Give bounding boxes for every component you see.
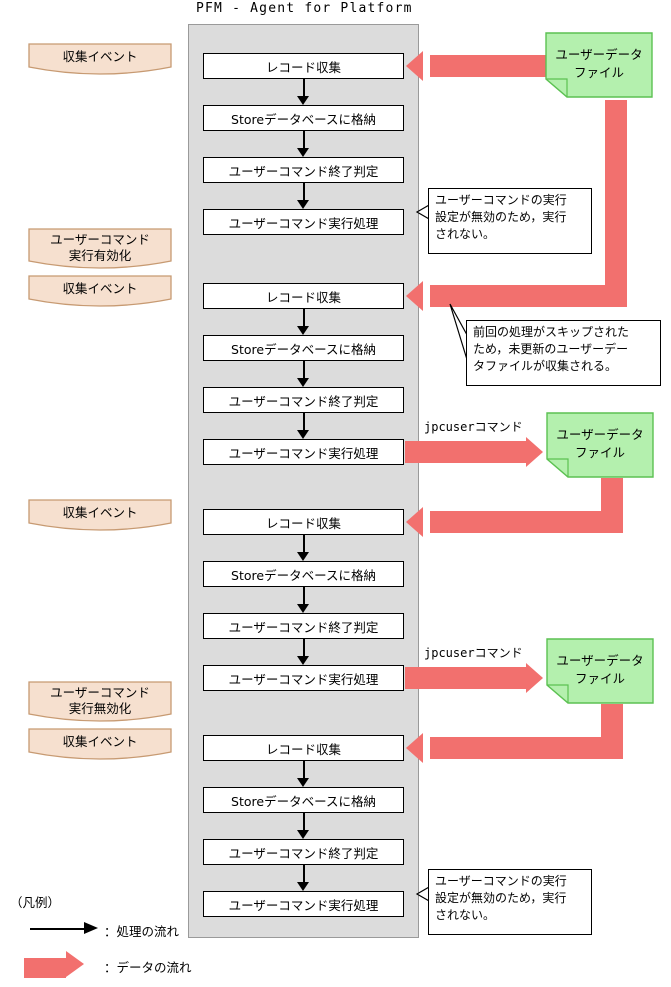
callout-line1: ユーザーコマンドの実行 — [435, 874, 567, 888]
data-file-label-line2: ファイル — [574, 671, 625, 686]
flow-connector — [302, 639, 305, 657]
event-banner-collect-4[interactable]: 収集イベント — [28, 728, 172, 762]
flow-arrowhead-icon — [297, 604, 309, 613]
event-banner-collect-1[interactable]: 収集イベント — [28, 43, 172, 77]
process-box-collect-1[interactable]: レコード収集 — [203, 53, 404, 79]
process-box-execute-2[interactable]: ユーザーコマンド実行処理 — [203, 439, 404, 465]
legend-process-flow-line — [30, 928, 84, 930]
data-flow-arrow-6-shaft — [430, 737, 623, 759]
user-data-file-1[interactable]: ユーザーデータ ファイル — [545, 32, 653, 98]
flow-connector — [302, 587, 305, 605]
callout-line2: 設定が無効のため，実行 — [435, 891, 567, 905]
event-label-line1: ユーザーコマンド — [50, 232, 150, 247]
data-file-label-line2: ファイル — [574, 445, 625, 460]
flow-arrowhead-icon — [297, 552, 309, 561]
data-flow-arrow-2-shaft — [430, 285, 627, 307]
event-label-line1: 収集イベント — [62, 49, 138, 64]
data-flow-arrow-5-shaft — [405, 667, 526, 689]
flow-connector — [302, 761, 305, 779]
callout-disabled-1: ユーザーコマンドの実行 設定が無効のため，実行 されない。 — [428, 188, 592, 254]
process-box-collect-2[interactable]: レコード収集 — [203, 283, 404, 309]
callout-line2: 設定が無効のため，実行 — [435, 210, 567, 224]
flow-connector — [302, 813, 305, 831]
data-flow-arrowhead-1-icon — [406, 51, 423, 81]
process-box-store-4[interactable]: Storeデータベースに格納 — [203, 787, 404, 813]
callout-line3: タファイルが収集される。 — [473, 359, 618, 373]
user-data-file-3[interactable]: ユーザーデータ ファイル — [546, 638, 654, 704]
data-file-label-line2: ファイル — [573, 65, 624, 80]
process-box-collect-4[interactable]: レコード収集 — [203, 735, 404, 761]
flow-connector — [302, 413, 305, 431]
process-box-judge-2[interactable]: ユーザーコマンド終了判定 — [203, 387, 404, 413]
data-file-label-line1: ユーザーデータ — [556, 427, 644, 442]
callout-disabled-2: ユーザーコマンドの実行 設定が無効のため，実行 されない。 — [428, 869, 592, 935]
flow-arrowhead-icon — [297, 778, 309, 787]
process-box-execute-1[interactable]: ユーザーコマンド実行処理 — [203, 209, 404, 235]
callout-line3: されない。 — [435, 908, 496, 922]
callout-line2: ため，未更新のユーザーデー — [473, 342, 629, 356]
data-flow-arrow-4-shaft — [430, 511, 623, 533]
event-banner-usercmd-disable[interactable]: ユーザーコマンド 実行無効化 — [28, 681, 172, 725]
flow-arrowhead-icon — [297, 200, 309, 209]
callout-line3: されない。 — [435, 227, 496, 241]
data-file-label-line1: ユーザーデータ — [556, 653, 644, 668]
jpcuser-command-label-2: jpcuserコマンド — [424, 646, 523, 660]
data-flow-arrowhead-5-icon — [526, 663, 543, 693]
flow-arrowhead-icon — [297, 378, 309, 387]
data-flow-arrow-3-shaft — [405, 441, 526, 463]
process-box-judge-1[interactable]: ユーザーコマンド終了判定 — [203, 157, 404, 183]
page-title: PFM - Agent for Platform — [196, 1, 413, 16]
flow-connector — [302, 535, 305, 553]
data-flow-arrowhead-3-icon — [526, 437, 543, 467]
legend-process-flow-arrowhead-icon — [84, 922, 98, 934]
data-flow-arrowhead-6-icon — [406, 733, 423, 763]
process-box-judge-4[interactable]: ユーザーコマンド終了判定 — [203, 839, 404, 865]
process-box-execute-3[interactable]: ユーザーコマンド実行処理 — [203, 665, 404, 691]
legend-process-flow-label: ：処理の流れ — [104, 924, 180, 939]
flow-arrowhead-icon — [297, 656, 309, 665]
jpcuser-command-label-1: jpcuserコマンド — [424, 420, 523, 434]
flow-connector — [302, 131, 305, 149]
process-box-store-2[interactable]: Storeデータベースに格納 — [203, 335, 404, 361]
data-flow-arrowhead-2-icon — [406, 281, 423, 311]
event-label-line1: ユーザーコマンド — [50, 685, 150, 700]
event-label-line2: 実行無効化 — [68, 701, 132, 716]
callout-line1: ユーザーコマンドの実行 — [435, 193, 567, 207]
event-label-line1: 収集イベント — [62, 734, 138, 749]
flow-connector — [302, 361, 305, 379]
event-label-line1: 収集イベント — [62, 281, 138, 296]
data-flow-arrow-2-vertical — [605, 100, 627, 296]
flow-arrowhead-icon — [297, 96, 309, 105]
flow-connector — [302, 183, 305, 201]
legend-data-flow-label: ：データの流れ — [104, 960, 192, 975]
process-box-store-1[interactable]: Storeデータベースに格納 — [203, 105, 404, 131]
flow-connector — [302, 309, 305, 327]
user-data-file-2[interactable]: ユーザーデータ ファイル — [546, 412, 654, 478]
data-file-label-line1: ユーザーデータ — [555, 47, 643, 62]
legend-data-flow-bar — [24, 958, 66, 978]
callout-skipped: 前回の処理がスキップされた ため，未更新のユーザーデー タファイルが収集される。 — [466, 320, 661, 386]
flow-arrowhead-icon — [297, 882, 309, 891]
process-box-judge-3[interactable]: ユーザーコマンド終了判定 — [203, 613, 404, 639]
event-banner-collect-3[interactable]: 収集イベント — [28, 499, 172, 533]
data-flow-arrow-1-shaft — [430, 55, 551, 77]
data-flow-arrowhead-4-icon — [406, 507, 423, 537]
event-banner-collect-2[interactable]: 収集イベント — [28, 275, 172, 309]
flow-connector — [302, 865, 305, 883]
process-box-collect-3[interactable]: レコード収集 — [203, 509, 404, 535]
flow-arrowhead-icon — [297, 148, 309, 157]
flow-arrowhead-icon — [297, 830, 309, 839]
legend-data-flow-arrowhead-icon — [66, 951, 84, 977]
event-banner-usercmd-enable[interactable]: ユーザーコマンド 実行有効化 — [28, 228, 172, 272]
event-label-line1: 収集イベント — [62, 505, 138, 520]
callout-line1: 前回の処理がスキップされた — [473, 325, 630, 339]
process-box-store-3[interactable]: Storeデータベースに格納 — [203, 561, 404, 587]
flow-arrowhead-icon — [297, 430, 309, 439]
flow-arrowhead-icon — [297, 326, 309, 335]
legend-title: （凡例） — [10, 895, 61, 910]
process-box-execute-4[interactable]: ユーザーコマンド実行処理 — [203, 891, 404, 917]
flow-connector — [302, 79, 305, 97]
event-label-line2: 実行有効化 — [68, 248, 132, 263]
